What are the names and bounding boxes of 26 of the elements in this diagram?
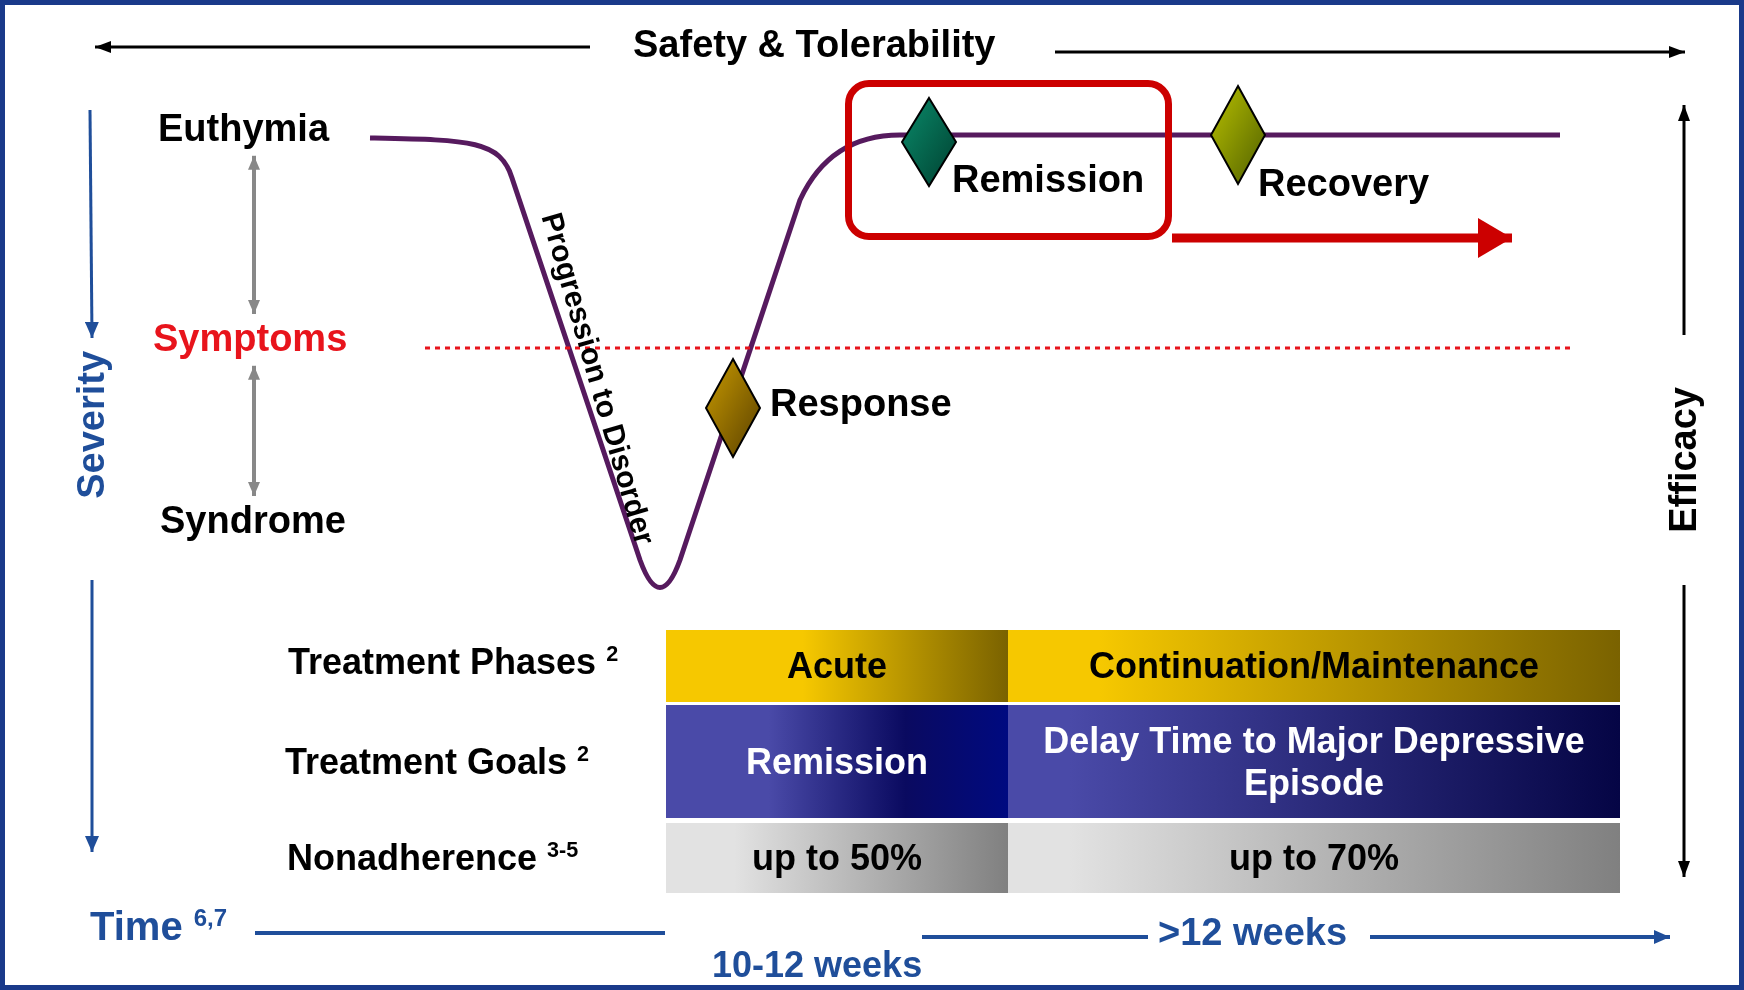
- table-cell: [666, 630, 1008, 702]
- axis-label: Efficacy: [1663, 387, 1705, 533]
- axis-label: Safety & Tolerability: [633, 24, 996, 66]
- axis-label: Time $^{6,7}$: [90, 904, 228, 948]
- double-arrow: [248, 155, 260, 314]
- cell-text: up to 70%: [1228, 837, 1400, 879]
- axis-label: 10-12 weeks: [712, 945, 923, 985]
- scale-label: Symptoms: [153, 318, 348, 360]
- cell-text: up to 50%: [751, 837, 923, 879]
- axis-label: >12 weeks: [1158, 912, 1348, 954]
- table-cell: [1008, 823, 1620, 893]
- table-cell: [1008, 630, 1620, 702]
- row-label: Treatment Phases $^{2}$: [288, 642, 619, 682]
- table-cell: [666, 823, 1008, 893]
- table-cell: [1008, 705, 1620, 818]
- cell-text: Remission: [744, 740, 930, 783]
- row-label: Treatment Goals $^{2}$: [285, 742, 590, 782]
- cell-text: Delay Time to Major Depressive Episode: [1042, 720, 1586, 803]
- double-arrow: [248, 365, 260, 496]
- cell-text: Continuation/Maintenance: [1088, 645, 1540, 687]
- row-label: Nonadherence $^{3-5}$: [287, 838, 579, 878]
- scale-label: Syndrome: [160, 500, 346, 542]
- table-cell: [666, 705, 1008, 818]
- cell-text: Acute: [786, 645, 888, 687]
- axis-label: Severity: [71, 350, 113, 499]
- scale-label: Euthymia: [158, 108, 330, 150]
